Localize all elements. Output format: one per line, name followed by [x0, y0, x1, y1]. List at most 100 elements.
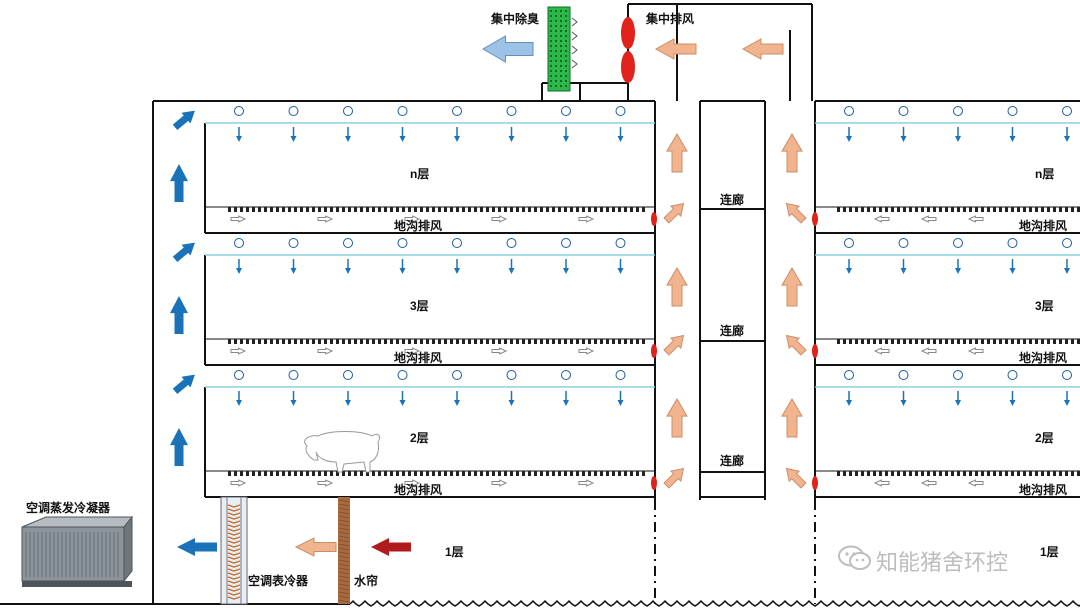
slat-2-312 — [312, 471, 315, 476]
trench-arrow-left-0-2 — [404, 215, 421, 223]
right-slat-1-1077 — [1077, 339, 1080, 344]
slat-1-456 — [456, 339, 459, 344]
corridor-label-middle: 连廊 — [720, 324, 745, 338]
trench-arrow-right-0-0 — [873, 215, 890, 223]
right-slat-1-1065 — [1065, 339, 1068, 344]
trench-exhaust-left-n: 地沟排风 — [394, 219, 443, 233]
down-air-arrow-2-3 — [399, 400, 406, 406]
trench-arrow-left-1-4 — [578, 347, 595, 355]
ceiling-air-inlet-2-7 — [615, 370, 626, 380]
slat-0-396 — [396, 207, 399, 212]
right-slat-1-939 — [939, 339, 942, 344]
ac-condenser-side — [123, 515, 133, 583]
cooler-fin-525 — [227, 524, 241, 528]
right-slat-1-999 — [999, 339, 1002, 344]
slat-0-510 — [510, 207, 513, 212]
right-ceiling-inlet-1-3 — [1007, 238, 1018, 248]
trench-arrow-left-0-3 — [491, 215, 508, 223]
floor-2-left-label: 2层 — [410, 431, 429, 445]
slat-1-270 — [270, 339, 273, 344]
filter-dot-555-60 — [555, 60, 557, 62]
filter-dot-555-35 — [555, 35, 557, 37]
filter-dot-565-70 — [565, 70, 567, 72]
curtain-line-500 — [338, 499, 350, 503]
slat-0-540 — [540, 207, 543, 212]
slat-1-588 — [588, 339, 591, 344]
slat-1-564 — [564, 339, 567, 344]
down-air-arrow-0-3 — [399, 136, 406, 142]
slat-2-474 — [474, 471, 477, 476]
slat-0-240 — [240, 207, 243, 212]
slat-1-630 — [630, 339, 633, 344]
filter-dot-560-55 — [560, 55, 562, 57]
right-ceiling-inlet-0-0 — [844, 106, 854, 116]
filter-dot-565-15 — [565, 15, 567, 17]
curtain-line-588 — [338, 587, 350, 591]
trench-exhaust-right-2: 地沟排风 — [1019, 483, 1068, 497]
filter-dot-555-75 — [555, 75, 557, 77]
slat-2-600 — [600, 471, 603, 476]
filter-dot-555-40 — [555, 40, 557, 42]
right-air-arrow-2-0 — [846, 400, 852, 406]
slat-0-282 — [282, 207, 285, 212]
curtain-line-508 — [338, 507, 350, 511]
trench-arrow-left-0-1 — [317, 215, 334, 223]
wechat-icon — [838, 545, 872, 577]
cooler-fin-561 — [227, 560, 241, 564]
right-slat-1-1005 — [1005, 339, 1008, 344]
cooler-fin-589 — [227, 588, 241, 592]
slat-0-342 — [342, 207, 345, 212]
filter-dot-560-65 — [560, 65, 562, 67]
slat-2-384 — [384, 471, 387, 476]
slat-1-378 — [378, 339, 381, 344]
slat-1-426 — [426, 339, 429, 344]
shaft-up-arrow-5 — [781, 398, 803, 438]
right-slat-1-915 — [915, 339, 918, 344]
slat-0-228 — [228, 207, 231, 212]
right-slat-1-1011 — [1011, 339, 1014, 344]
filter-dot-550-70 — [550, 70, 552, 72]
trench-arrow-right-2-2 — [967, 479, 984, 487]
slat-2-624 — [624, 471, 627, 476]
trench-arrow-right-1-0 — [873, 347, 890, 355]
right-slat-0-843 — [843, 207, 846, 212]
curtain-line-516 — [338, 515, 350, 519]
slat-2-606 — [606, 471, 609, 476]
slat-0-522 — [522, 207, 525, 212]
curtain-line-596 — [338, 595, 350, 599]
right-slat-1-921 — [921, 339, 924, 344]
slat-0-330 — [330, 207, 333, 212]
floor-1-right-label: 1层 — [1040, 545, 1059, 559]
right-ceiling-inlet-2-1 — [898, 370, 909, 380]
right-slat-2-1035 — [1035, 471, 1038, 476]
slat-2-378 — [378, 471, 381, 476]
floor-3-right-label: 3层 — [1035, 299, 1054, 313]
ac-condenser-top — [21, 516, 134, 528]
right-slat-1-933 — [933, 339, 936, 344]
right-slat-0-915 — [915, 207, 918, 212]
slat-0-612 — [612, 207, 615, 212]
ceiling-air-inlet-0-1 — [288, 106, 299, 116]
slat-2-636 — [636, 471, 639, 476]
down-air-arrow-0-7 — [617, 136, 624, 142]
cooler-fin-569 — [227, 568, 241, 572]
right-slat-0-963 — [963, 207, 966, 212]
down-air-arrow-2-7 — [617, 400, 624, 406]
ceiling-air-inlet-0-3 — [397, 106, 408, 116]
slat-2-588 — [588, 471, 591, 476]
slat-0-258 — [258, 207, 261, 212]
slat-2-462 — [462, 471, 465, 476]
filter-dot-565-65 — [565, 65, 567, 67]
trench-fan-left-1 — [651, 344, 657, 358]
slat-2-540 — [540, 471, 543, 476]
slat-1-294 — [294, 339, 297, 344]
slat-2-630 — [630, 471, 633, 476]
right-slat-0-939 — [939, 207, 942, 212]
curtain-line-532 — [338, 531, 350, 535]
slat-0-354 — [354, 207, 357, 212]
water-curtain-label: 水帘 — [354, 574, 379, 588]
filter-zigzag-0 — [571, 17, 578, 27]
filter-dot-560-35 — [560, 35, 562, 37]
ceiling-air-inlet-0-5 — [506, 106, 517, 116]
